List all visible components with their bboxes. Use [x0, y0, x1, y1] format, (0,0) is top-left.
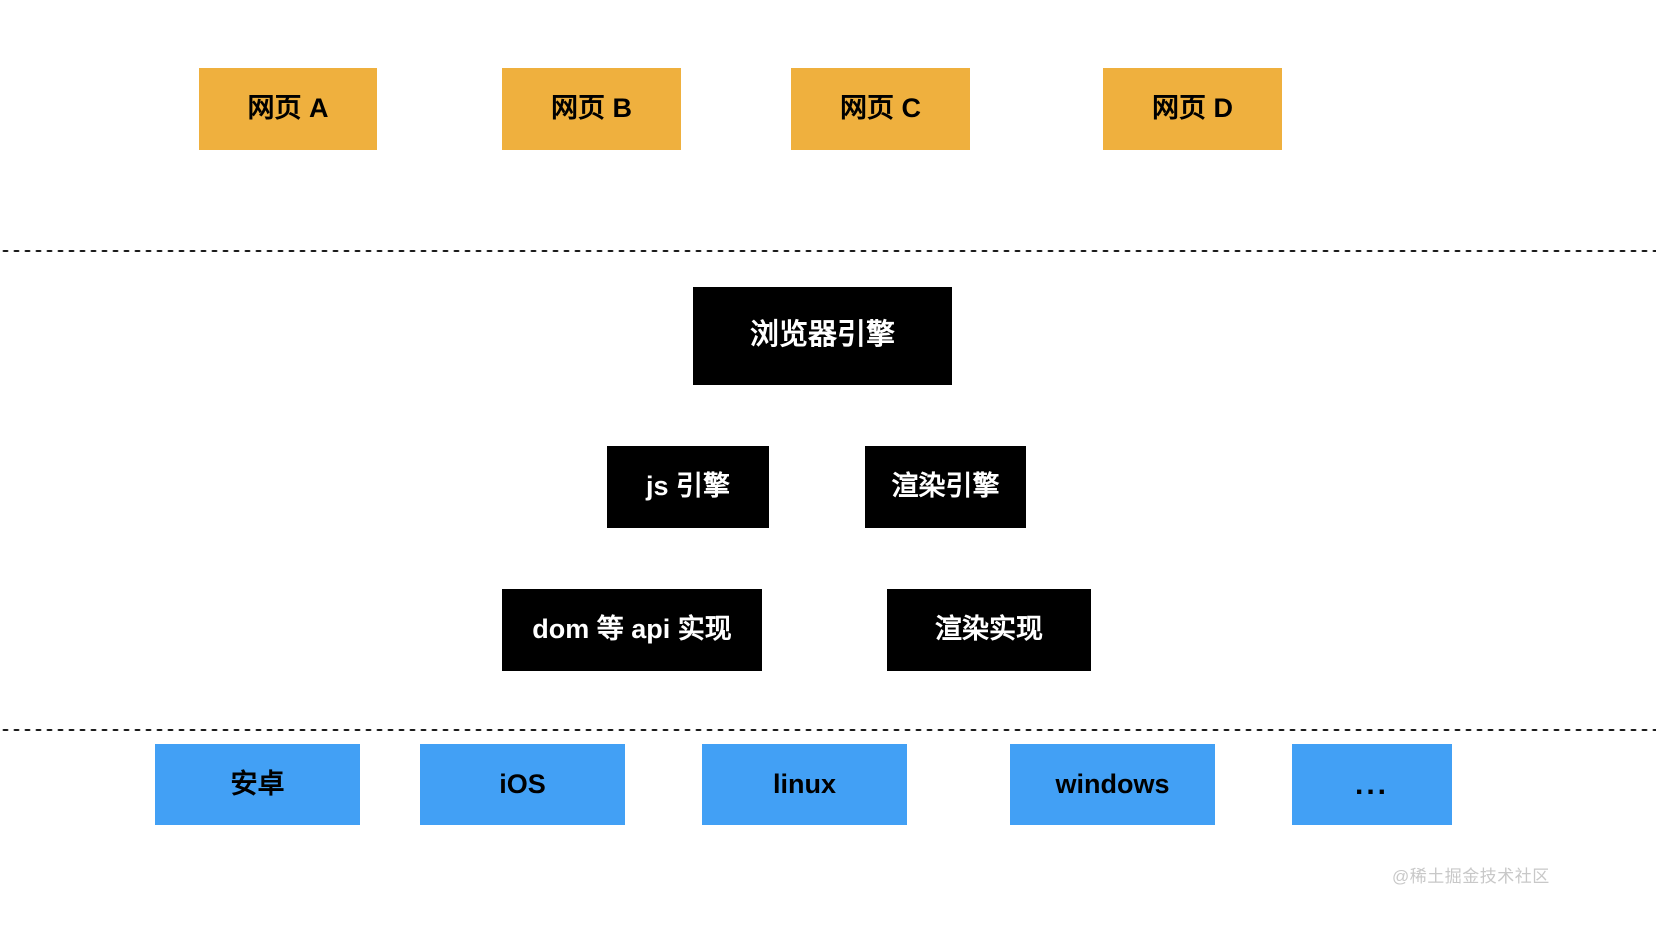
browser-engine-box[interactable]: 浏览器引擎	[693, 287, 952, 385]
os-box-linux[interactable]: linux	[702, 744, 907, 825]
js-engine-label: js 引擎	[645, 471, 731, 502]
js-engine-box[interactable]: js 引擎	[607, 446, 769, 528]
web-page-box-b[interactable]: 网页 B	[502, 68, 681, 150]
os-label-windows: windows	[1055, 768, 1170, 799]
dom-api-impl-label: dom 等 api 实现	[532, 614, 732, 645]
render-impl-label: 渲染实现	[935, 614, 1043, 645]
web-page-box-d[interactable]: 网页 D	[1103, 68, 1282, 150]
web-page-label-d: 网页 D	[1152, 93, 1233, 124]
render-engine-label: 渲染引擎	[891, 471, 1000, 502]
web-page-box-a[interactable]: 网页 A	[199, 68, 377, 150]
web-page-label-b: 网页 B	[551, 93, 632, 124]
os-label-android: 安卓	[230, 768, 285, 799]
web-page-label-a: 网页 A	[247, 93, 329, 124]
watermark: @稀土掘金技术社区	[1392, 862, 1550, 887]
render-engine-box[interactable]: 渲染引擎	[865, 446, 1026, 528]
web-page-label-c: 网页 C	[840, 93, 921, 124]
os-box-ios[interactable]: iOS	[420, 744, 625, 825]
web-page-box-c[interactable]: 网页 C	[791, 68, 970, 150]
divider-top	[0, 249, 1656, 253]
dom-api-impl-box[interactable]: dom 等 api 实现	[502, 589, 762, 671]
os-box-android[interactable]: 安卓	[155, 744, 360, 825]
watermark-text: @稀土掘金技术社区	[1392, 867, 1550, 886]
os-label-more: ...	[1354, 768, 1389, 801]
render-impl-box[interactable]: 渲染实现	[887, 589, 1091, 671]
os-box-windows[interactable]: windows	[1010, 744, 1215, 825]
browser-engine-label: 浏览器引擎	[749, 319, 895, 352]
divider-bottom	[0, 728, 1656, 732]
os-label-linux: linux	[772, 768, 836, 799]
os-label-ios: iOS	[499, 768, 546, 799]
os-box-more[interactable]: ...	[1292, 744, 1452, 825]
